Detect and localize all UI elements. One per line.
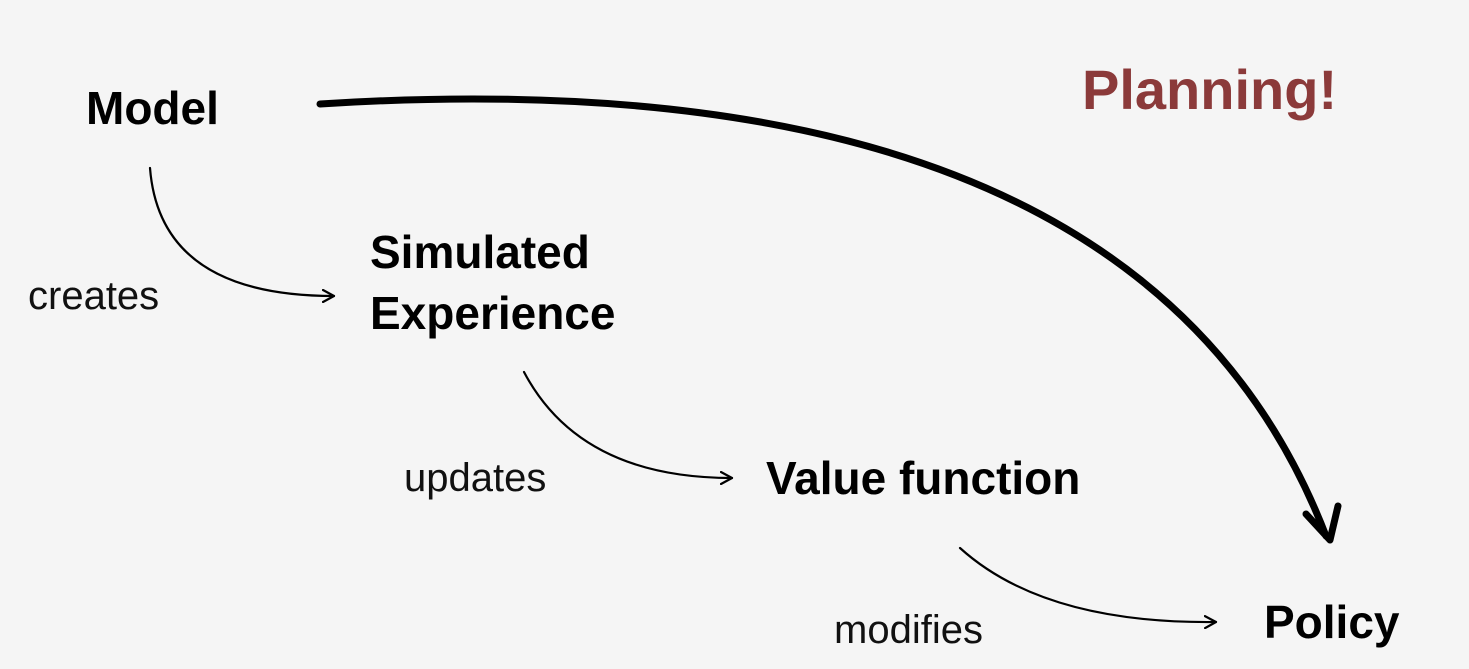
edge-label-creates: creates [28,274,160,318]
node-simulated-line1: Simulated [370,226,590,278]
creates-arrow [148,166,336,296]
node-model: Model [86,82,219,134]
node-policy: Policy [1264,596,1400,648]
planning-title: Planning! [1082,58,1338,121]
model-to-policy-arrow [316,95,1330,540]
model-to-policy-arrowhead [1302,502,1342,544]
updates-arrow [522,370,734,478]
node-value-function: Value function [766,452,1081,504]
node-simulated-experience: Simulated Experience [370,222,615,343]
edge-label-modifies: modifies [834,608,983,652]
node-simulated-line2: Experience [370,286,616,339]
modifies-arrow [958,546,1218,622]
edge-label-updates: updates [404,456,547,500]
